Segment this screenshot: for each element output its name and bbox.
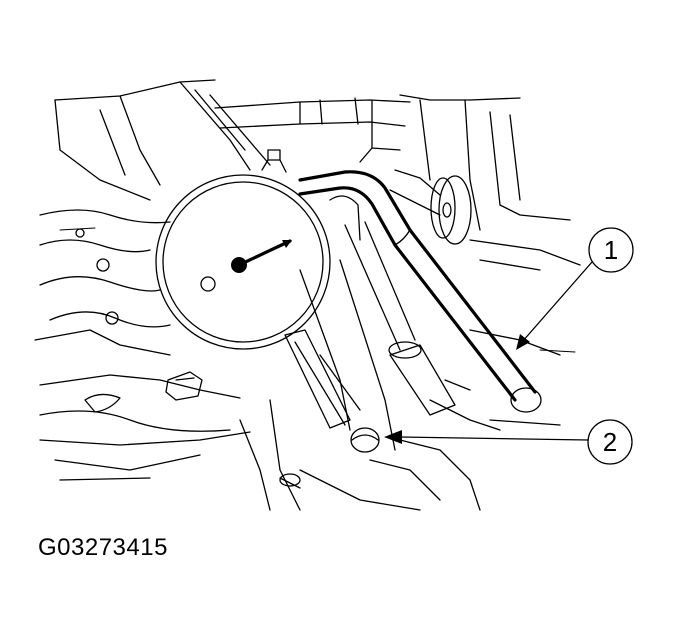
- callout-1-leader: [521, 261, 593, 343]
- figure-code: G03273415: [38, 534, 168, 561]
- callout-1-number: 1: [604, 235, 618, 265]
- callout-2: 2: [384, 419, 633, 465]
- callout-2-circle: [587, 419, 633, 465]
- engine-background: [34, 79, 581, 511]
- lever-arm: [298, 170, 542, 413]
- dial-indicator: [155, 149, 380, 453]
- callout-2-leader: [399, 436, 589, 441]
- callout-2-number: 2: [603, 427, 617, 457]
- callout-1: 1: [516, 227, 634, 350]
- plunger-tip: [350, 427, 380, 453]
- callout-1-circle: [588, 227, 634, 273]
